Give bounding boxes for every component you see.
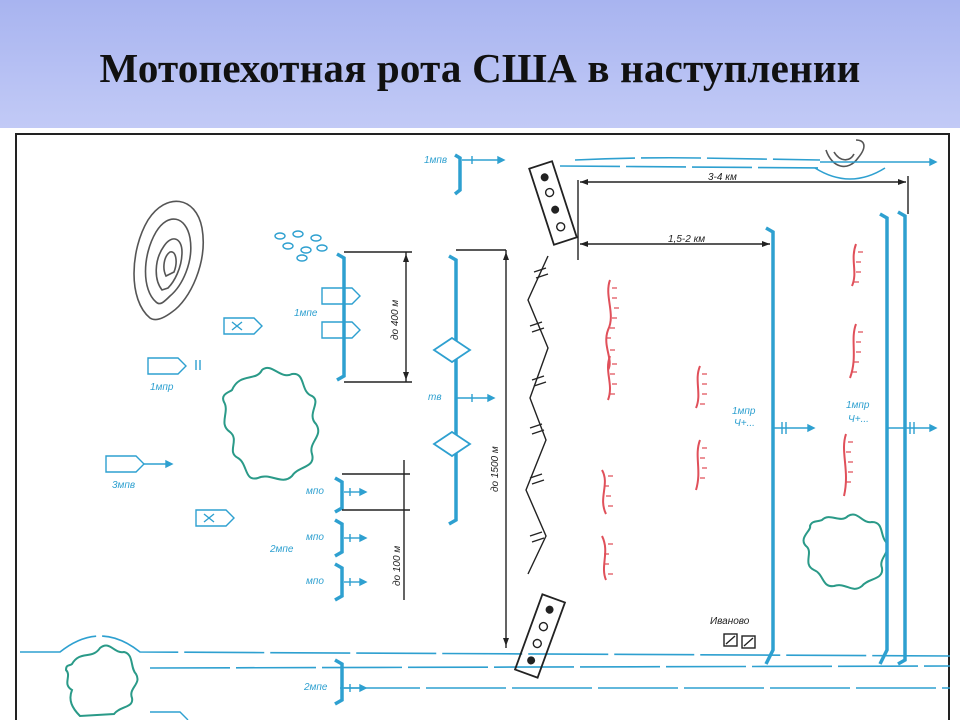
forest-right — [802, 513, 889, 590]
road-bottom — [20, 635, 951, 689]
crossing-ticks — [195, 156, 915, 692]
label-1mpr-mid: 1мпр — [732, 406, 756, 417]
minefield-top — [528, 160, 578, 246]
label-1mpv: 1мпв — [424, 155, 447, 166]
label-1mpr-right: 1мпр — [846, 400, 870, 411]
label-mpo-1: мпо — [306, 486, 324, 497]
village-symbol — [723, 633, 756, 649]
dimension-arrowheads — [403, 179, 906, 646]
label-dist-400: до 400 м — [390, 300, 401, 340]
label-1mpr-left: 1мпр — [150, 382, 174, 393]
label-2mpe-left: 2мпе — [269, 544, 294, 555]
label-dist-1-5-2: 1,5-2 км — [668, 234, 705, 245]
tactical-diagram — [15, 133, 950, 720]
label-1mpe: 1мпе — [294, 308, 318, 319]
pond-circles — [274, 230, 328, 262]
label-ch-mid: Ч+... — [734, 418, 755, 429]
label-dist-1500: до 1500 м — [490, 446, 501, 492]
forest-bottom-left — [64, 644, 139, 718]
enemy-trench-ticks — [604, 251, 863, 575]
label-dist-3-4: 3-4 км — [708, 172, 737, 183]
label-village: Иваново — [710, 616, 750, 627]
title-bar: Мотопехотная рота США в наступлении — [0, 0, 960, 128]
unit-brackets — [334, 153, 907, 706]
label-te: тв — [428, 392, 442, 403]
slide-title: Мотопехотная рота США в наступлении — [99, 45, 861, 91]
label-mpo-2: мпо — [306, 532, 324, 543]
label-2mpe-bottom: 2мпе — [303, 682, 328, 693]
wire-obstacle — [525, 255, 549, 575]
vehicle-symbols — [105, 287, 361, 720]
label-mpo-3: мпо — [306, 576, 324, 587]
road-curve-right-top — [814, 167, 886, 180]
label-dist-100: до 100 м — [392, 546, 403, 586]
enemy-trenches — [601, 243, 857, 581]
hill-contour-top-left — [133, 200, 204, 321]
label-3mpv: 3мпв — [112, 480, 135, 491]
forest-left — [222, 367, 320, 481]
command-diamonds — [432, 336, 472, 458]
minefield-bottom — [513, 593, 567, 679]
dimension-lines — [342, 176, 909, 648]
label-ch-right: Ч+... — [848, 414, 869, 425]
attack-arrows — [144, 155, 938, 693]
road-top — [559, 156, 821, 169]
